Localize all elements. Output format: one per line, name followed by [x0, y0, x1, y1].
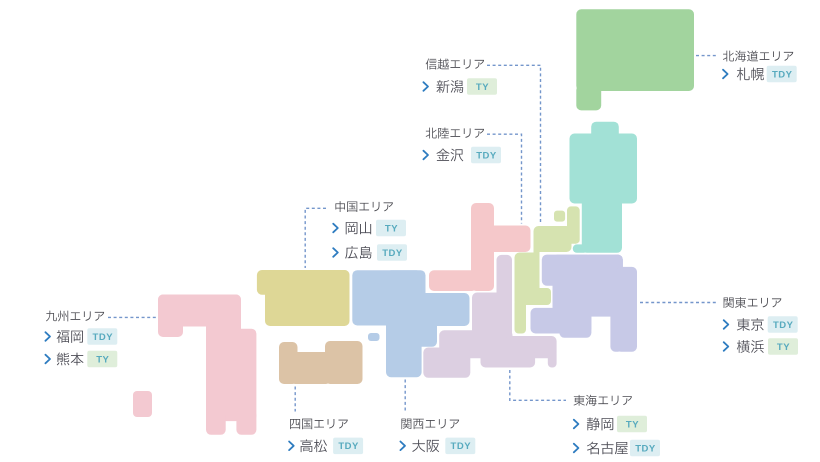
svg-text:TDY: TDY	[338, 441, 359, 452]
svg-text:TY: TY	[777, 342, 790, 353]
svg-text:TDY: TDY	[451, 441, 472, 452]
svg-text:TDY: TDY	[93, 332, 114, 343]
svg-text:TY: TY	[96, 354, 109, 365]
svg-text:TDY: TDY	[772, 69, 793, 80]
svg-text:TY: TY	[626, 419, 639, 430]
svg-text:TDY: TDY	[635, 443, 656, 454]
svg-text:TDY: TDY	[476, 150, 497, 161]
svg-text:TY: TY	[476, 82, 489, 93]
svg-text:TY: TY	[385, 223, 398, 234]
svg-text:TDY: TDY	[773, 320, 794, 331]
svg-text:TDY: TDY	[382, 248, 403, 259]
